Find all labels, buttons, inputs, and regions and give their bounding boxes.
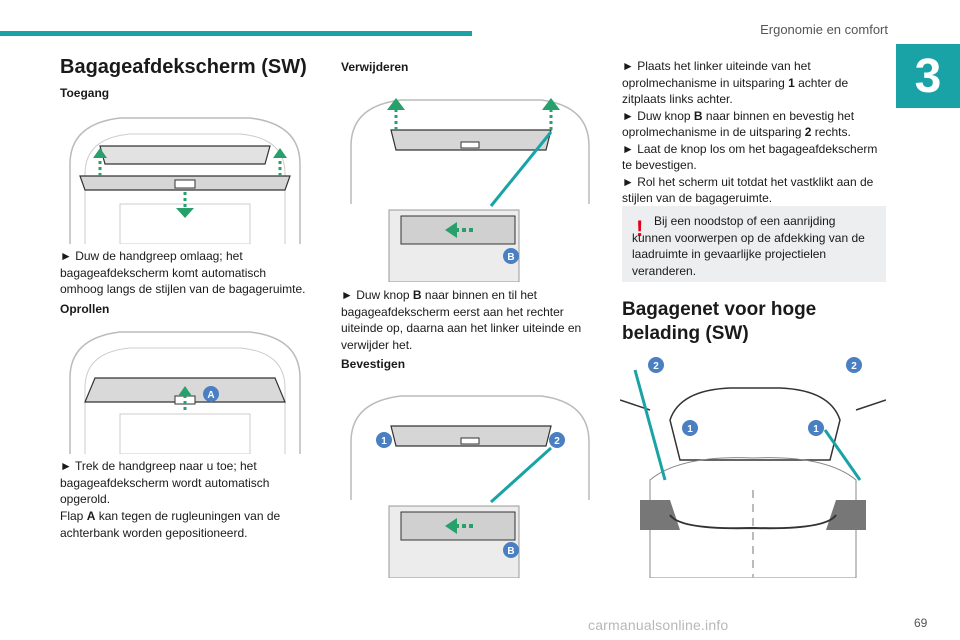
figure-access: [60, 104, 310, 244]
net-callout-1-left: 1: [687, 424, 693, 435]
step-1: ► Plaats het linker uiteinde van het opr…: [622, 59, 849, 106]
callout-a: A: [207, 390, 214, 401]
verwijderen-text: ► Duw knop B naar binnen en til het baga…: [341, 288, 582, 352]
page-title: Bagageafdekscherm (SW): [60, 56, 307, 78]
figure-fit: 1 2 B: [341, 382, 599, 578]
step-3: ► Laat de knop los om het bagageafdeksch…: [622, 141, 878, 173]
heading-toegang: Toegang: [60, 86, 110, 100]
callout-2: 2: [554, 436, 560, 447]
net-callout-1-right: 1: [813, 424, 819, 435]
step-4: ► Rol het scherm uit totdat het vastklik…: [622, 174, 874, 206]
instruction-steps: ► Plaats het linker uiteinde van het opr…: [622, 58, 886, 207]
net-callout-2-left: 2: [653, 361, 659, 372]
net-callout-2-right: 2: [851, 361, 857, 372]
figure-remove: B: [341, 86, 599, 282]
toegang-text: ► Duw de handgreep omlaag; het bagageafd…: [60, 249, 306, 296]
warning-icon: !: [636, 216, 644, 241]
oprollen-text: ► Trek de handgreep naar u toe; het baga…: [60, 459, 270, 506]
heading-verwijderen: Verwijderen: [341, 60, 409, 74]
figure-roll-up: A: [60, 318, 310, 454]
oprollen-flap-text: Flap A kan tegen de rugleuningen van de …: [60, 509, 281, 540]
header-accent-bar: [0, 31, 472, 36]
heading-oprollen: Oprollen: [60, 302, 110, 316]
watermark: carmanualsonline.info: [588, 617, 729, 633]
callout-b: B: [507, 252, 514, 263]
section-title: Ergonomie en comfort: [760, 22, 888, 37]
warning-box: [622, 206, 886, 282]
step-2: ► Duw knop B naar binnen en bevestig het…: [622, 108, 855, 140]
warning-text: Bij een noodstop of een aanrijding kunne…: [632, 214, 865, 278]
heading-bevestigen: Bevestigen: [341, 357, 406, 371]
page-number: 69: [914, 616, 928, 630]
callout-1: 1: [381, 436, 387, 447]
callout-b-2: B: [507, 546, 514, 557]
figure-luggage-net: 2 2 1 1: [620, 350, 886, 578]
chapter-badge: 3: [896, 44, 960, 108]
